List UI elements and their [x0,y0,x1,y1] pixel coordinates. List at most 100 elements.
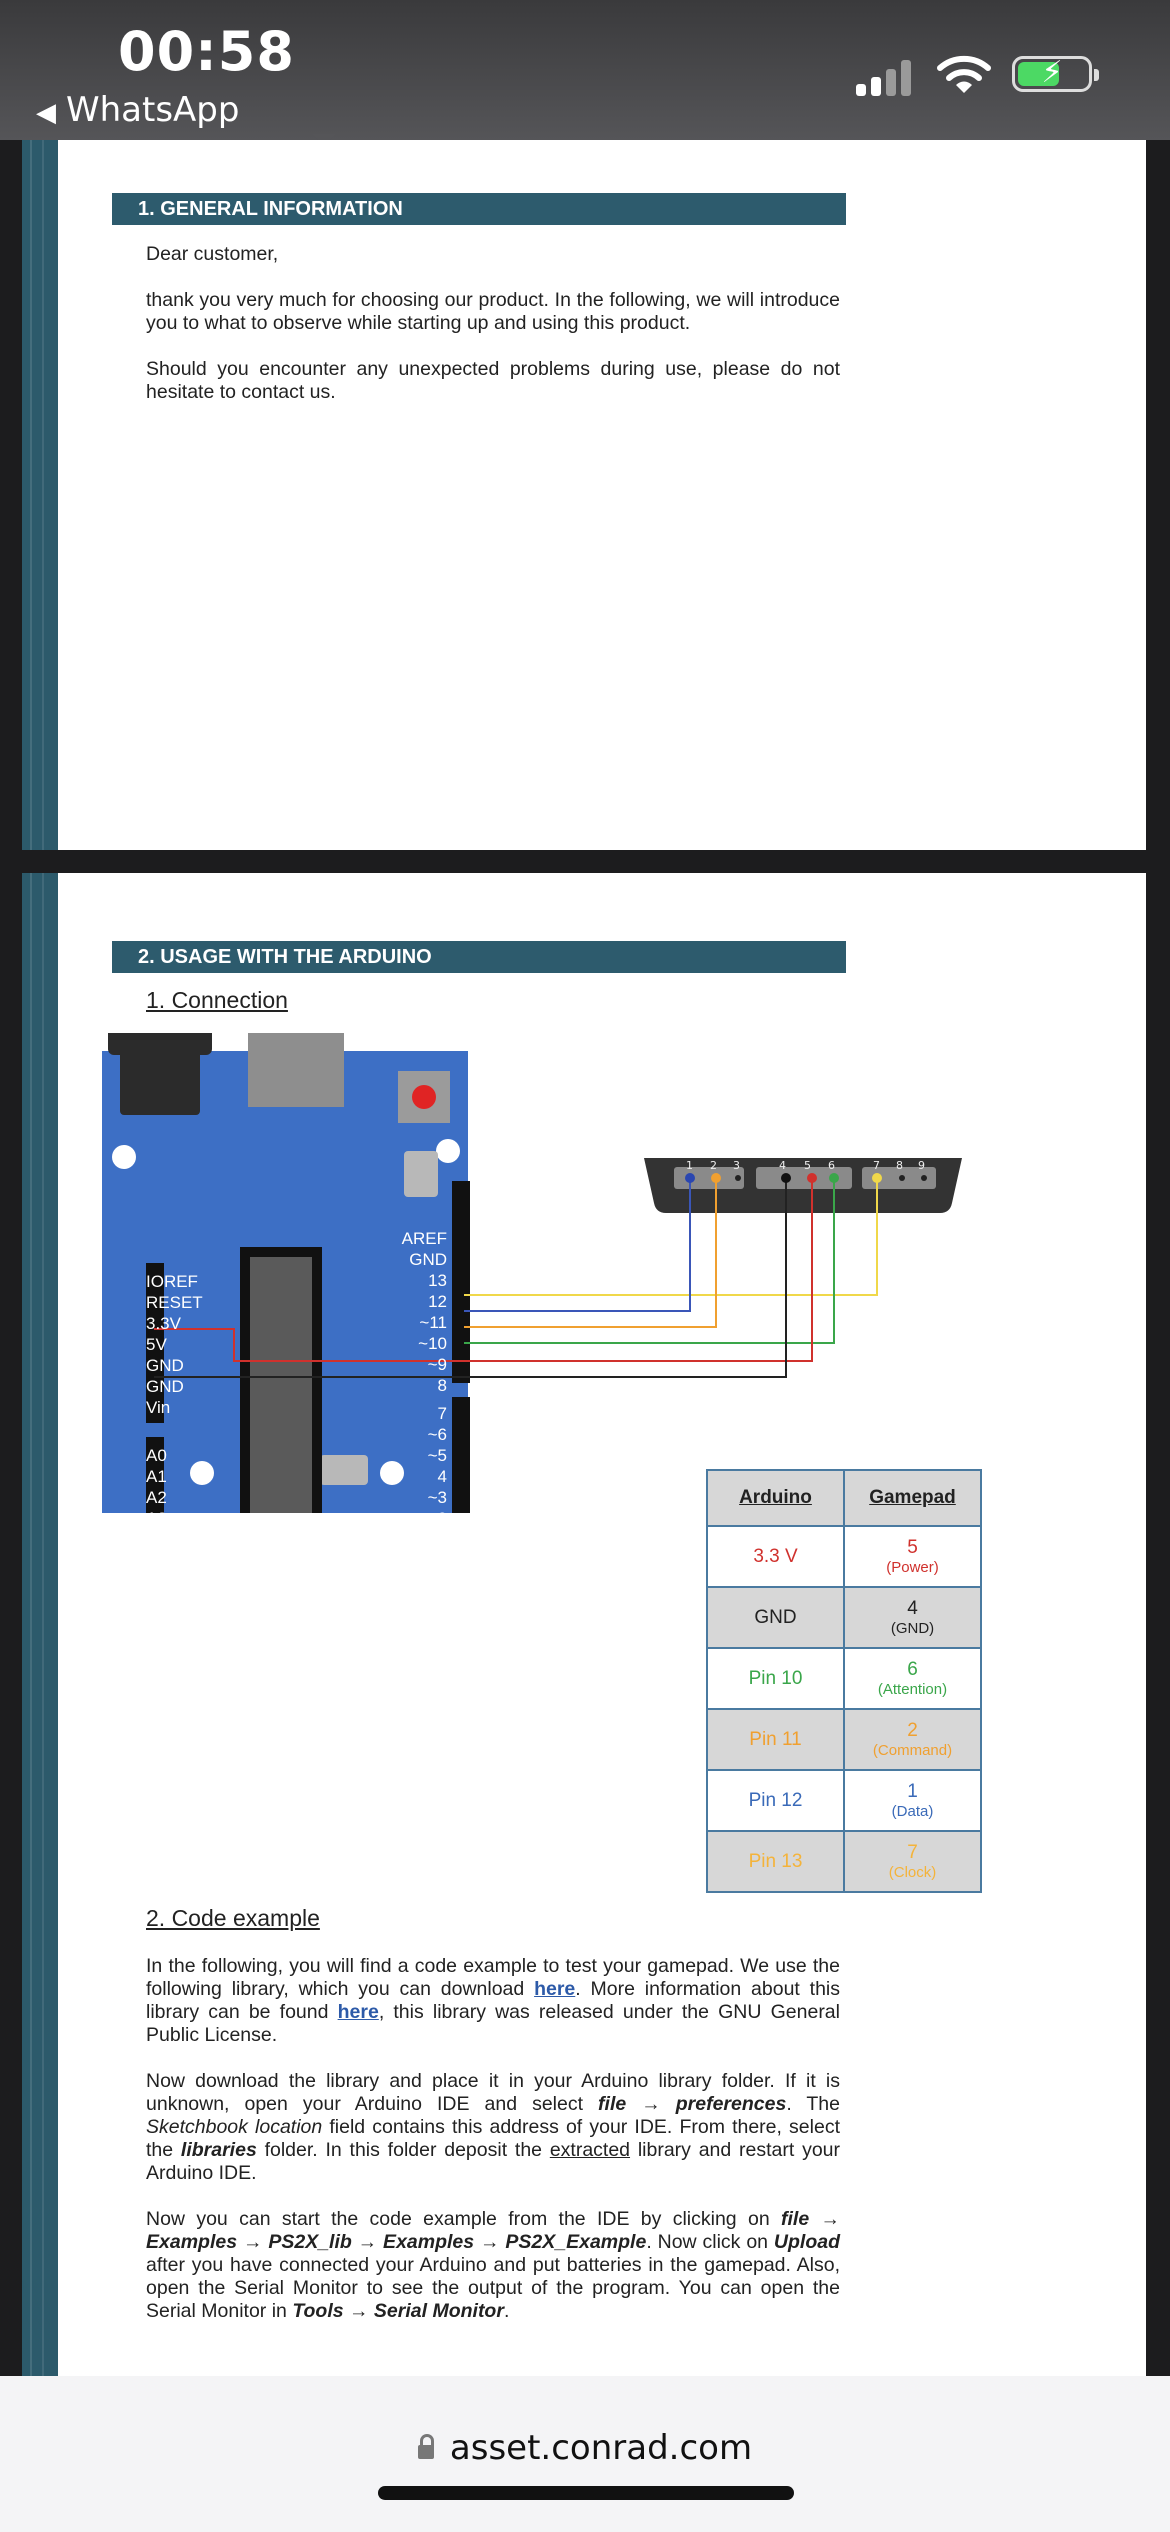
general-info-text: Dear customer, thank you very much for c… [146,243,840,427]
pin-label: A3 [146,1509,167,1528]
pin-label: 13 [428,1271,447,1290]
gamepad-pin-function: (Command) [872,1742,953,1759]
gamepad-pin-number: 6 [907,1659,918,1680]
connector-pin-number: 6 [828,1159,835,1172]
analog-pin-labels: A0 A1 A2 A3 A4 A5 [146,1445,167,1571]
page-side-stripe [22,873,58,2376]
pin-label: GND [409,1250,447,1269]
left-power-pin-labels: IOREF RESET 3.3V 5V GND GND Vin [146,1271,203,1418]
browser-url-bar[interactable]: asset.conrad.com [0,2376,1170,2532]
greeting: Dear customer, [146,243,279,265]
library-info-link[interactable]: here [337,2001,379,2023]
gamepad-pin-number: 7 [907,1842,918,1863]
url-display[interactable]: asset.conrad.com [0,2428,1170,2468]
contact-paragraph: Should you encounter any unexpected prob… [146,358,840,403]
clock: 00:58 [118,20,295,83]
pin-label: ~11 [419,1313,447,1332]
gamepad-pin-number: 4 [907,1598,918,1619]
arduino-pin-cell: 3.3 V [706,1525,845,1588]
pin-label: 8 [437,1376,447,1395]
back-app-label: WhatsApp [66,90,240,130]
pin-label: A2 [146,1488,167,1507]
page-side-stripe [22,140,58,850]
home-indicator[interactable] [378,2486,794,2500]
pin-label: ~9 [427,1355,447,1374]
gamepad-pin-cell: 7(Clock) [843,1830,982,1893]
gamepad-pin-cell: 1(Data) [843,1769,982,1832]
connector-pin-number: 2 [710,1159,717,1172]
url-domain: asset.conrad.com [449,2428,753,2468]
install-paragraph: Now download the library and place it in… [146,2070,841,2184]
pin-label: ~3 [427,1488,447,1507]
pin-label: IOREF [146,1272,198,1291]
arduino-pin-cell: Pin 11 [706,1708,845,1771]
download-library-link[interactable]: here [534,1978,576,2000]
connector-pin-number: 9 [918,1159,925,1172]
document-page-2: 2. USAGE WITH THE ARDUINO 1. Connection [22,873,1146,2376]
pin-label: AREF [401,1229,447,1248]
back-to-app-button[interactable]: ◀WhatsApp [36,90,239,130]
pin-label: A5 [146,1551,167,1570]
gamepad-pin-function: (Data) [891,1803,934,1820]
pin-label: 2 [437,1509,447,1528]
gamepad-pin-number: 2 [907,1720,918,1741]
section-heading-general: 1. GENERAL INFORMATION [112,193,846,225]
pin-label: A0 [146,1446,167,1465]
pin-label: 5V [146,1335,167,1354]
wifi-icon [937,55,991,93]
column-header-gamepad: Gamepad [843,1469,982,1527]
gamepad-pin-number: 5 [907,1537,918,1558]
subheading-connection: 1. Connection [146,987,288,1013]
intro-paragraph: thank you very much for choosing our pro… [146,289,840,334]
gamepad-pin-function: (GND) [890,1620,935,1637]
subheading-code-example: 2. Code example [146,1905,320,1931]
pin-label: Vin [146,1398,171,1417]
connector-pin-number: 3 [733,1159,740,1172]
section-heading-arduino: 2. USAGE WITH THE ARDUINO [112,941,846,973]
library-paragraph: In the following, you will find a code e… [146,1955,841,2046]
document-page-1: 1. GENERAL INFORMATION Dear customer, th… [22,140,1146,850]
pin-label: 4 [437,1467,447,1486]
pin-label: ~10 [418,1334,447,1353]
gamepad-pin-function: (Attention) [877,1681,948,1698]
gamepad-pin-cell: 6(Attention) [843,1647,982,1710]
pin-label: TX->1 [400,1530,447,1549]
gamepad-pin-function: (Power) [886,1559,939,1576]
pin-label: ~6 [427,1425,447,1444]
table-header-row: Arduino Gamepad [706,1469,982,1527]
pin-label: A4 [146,1530,167,1549]
connector-pin-number: 7 [873,1159,880,1172]
pin-label: 7 [437,1404,447,1423]
battery-icon: ⚡ [1012,55,1099,92]
pin-label: ~5 [427,1446,447,1465]
arduino-pin-cell: GND [706,1586,845,1649]
status-bar: 00:58 ◀WhatsApp ⚡ [0,0,1170,140]
connector-pin-number: 5 [804,1159,811,1172]
gamepad-pin-cell: 4(GND) [843,1586,982,1649]
arduino-pin-cell: Pin 10 [706,1647,845,1710]
pin-label: GND [146,1377,184,1396]
gamepad-pin-function: (Clock) [888,1864,937,1881]
table-row: 3.3 V 5(Power) [706,1525,982,1588]
pin-label: 3.3V [146,1314,181,1333]
pin-label: A1 [146,1467,167,1486]
arduino-wiring-diagram [102,1033,962,1513]
run-paragraph: Now you can start the code example from … [146,2208,841,2322]
connector-pin-number: 1 [686,1159,693,1172]
arduino-pin-cell: Pin 12 [706,1769,845,1832]
gamepad-pin-number: 1 [907,1781,918,1802]
connector-pin-number: 8 [896,1159,903,1172]
arduino-pin-cell: Pin 13 [706,1830,845,1893]
pin-label: 12 [428,1292,447,1311]
cellular-signal-icon [856,60,916,96]
pin-label: GND [146,1356,184,1375]
code-example-text: In the following, you will find a code e… [146,1955,840,2346]
column-header-arduino: Arduino [706,1469,845,1527]
gamepad-pin-cell: 2(Command) [843,1708,982,1771]
